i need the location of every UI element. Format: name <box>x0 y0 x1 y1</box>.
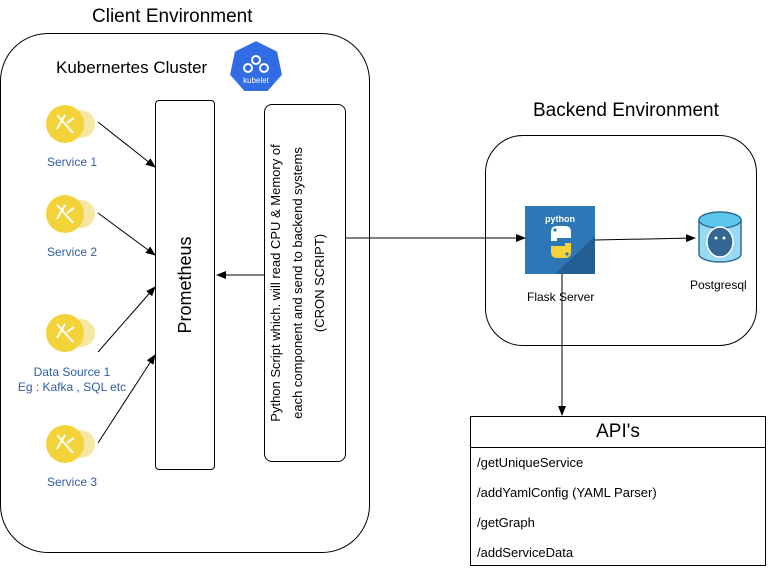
api-item: /getUniqueService <box>477 455 584 470</box>
backend-environment-title: Backend Environment <box>533 100 719 121</box>
service-1-label: Service 1 <box>46 155 98 169</box>
arrow-service2-prometheus <box>97 212 156 256</box>
python-word: python <box>545 214 575 224</box>
arrow-datasource-prometheus <box>97 286 156 353</box>
apis-title: API's <box>471 417 765 448</box>
service-3-label: Service 3 <box>46 475 98 489</box>
kubernetes-cluster-title: Kubernertes Cluster <box>56 58 208 77</box>
flask-server-label: Flask Server <box>527 290 595 304</box>
apis-box: API's /getUniqueService /addYamlConfig (… <box>470 416 766 566</box>
service-icon <box>45 103 97 150</box>
client-environment-title: Client Environment <box>92 6 253 27</box>
api-item: /getGraph <box>477 515 535 530</box>
arrow-flask-postgres <box>594 234 696 243</box>
arrow-service3-prometheus <box>97 354 156 444</box>
python-icon: python <box>525 206 595 274</box>
api-item: /addYamlConfig (YAML Parser) <box>477 485 657 500</box>
data-source-1-sublabel: Eg : Kafka , SQL etc <box>17 380 127 394</box>
python-script-box <box>264 104 346 462</box>
postgresql-label: Postgresql <box>690 278 747 292</box>
data-source-1-label: Data Source 1 <box>33 365 111 379</box>
service-2-label: Service 2 <box>46 245 98 259</box>
kubelet-label: kubelet <box>243 76 269 85</box>
data-source-icon <box>45 312 97 359</box>
prometheus-box <box>155 100 215 470</box>
service-icon <box>45 193 97 240</box>
service-icon <box>45 423 97 470</box>
postgresql-icon <box>695 208 745 273</box>
arrow-service1-prometheus <box>97 121 156 168</box>
api-item: /addServiceData <box>477 545 574 560</box>
kubelet-icon: kubelet <box>227 38 285 94</box>
